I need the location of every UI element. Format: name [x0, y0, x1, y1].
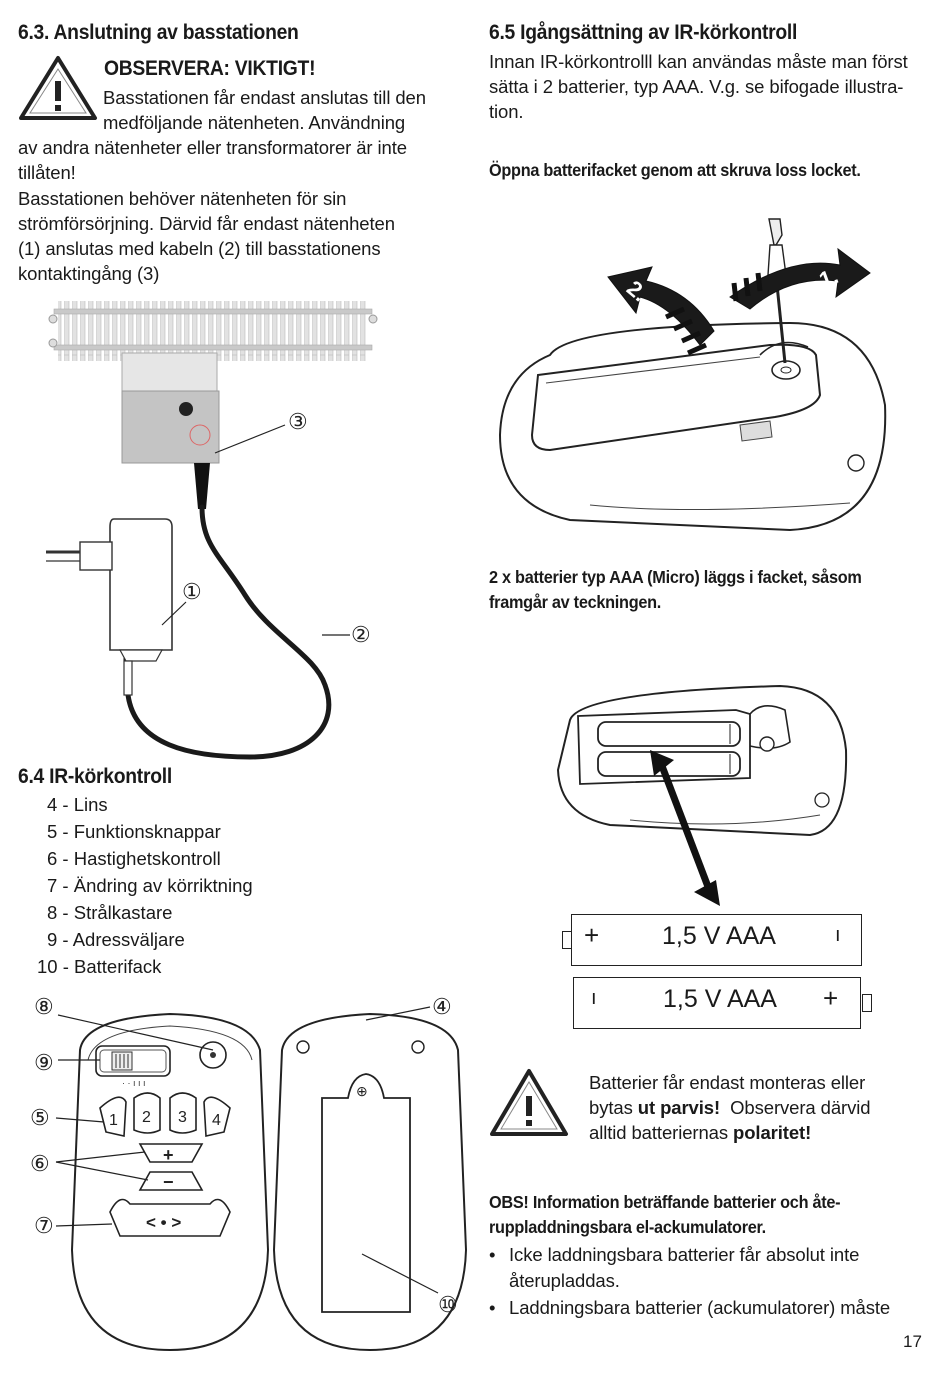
paragraph-line-2: strömförsörjning. Därvid får endast näte…: [18, 213, 395, 234]
battery-1-plus: +: [584, 920, 600, 950]
callout-3: ③: [288, 409, 308, 434]
battery-cover-screw: ⊕: [356, 1083, 368, 1099]
function-button-3: 3: [178, 1109, 187, 1126]
warning-line-4: tillåten!: [18, 162, 76, 183]
list-item: 7 - Ändring av körriktning: [47, 875, 253, 896]
battery-warning-line-3: alltid batteriernas polaritet!: [589, 1122, 812, 1143]
speed-up-button: +: [163, 1145, 174, 1165]
callout-8: ⑧: [34, 994, 54, 1019]
list-item: 8 - Strålkastare: [47, 902, 173, 923]
base-station-box: [121, 352, 220, 464]
function-button-2: 2: [142, 1109, 151, 1126]
remote-front: · · ı ı ı 1 2 3 4 + − < • >: [70, 1012, 270, 1352]
callout-7: ⑦: [34, 1213, 54, 1238]
callout-4: ④: [432, 994, 452, 1019]
callout-2: ②: [351, 622, 371, 647]
intro-line-2: sätta i 2 batterier, typ AAA. V.g. se bi…: [489, 76, 904, 97]
battery-1-minus: ı: [835, 924, 841, 946]
component-list: 4 - Lins 5 - Funktionsknappar 6 - Hastig…: [37, 791, 253, 980]
list-item: 4 - Lins: [47, 794, 108, 815]
callout-5: ⑤: [30, 1105, 50, 1130]
bullet-item: • Laddningsbara batterier (ackumulatorer…: [489, 1297, 891, 1318]
insert-instruction-line-1: 2 x batterier typ AAA (Micro) läggs i fa…: [489, 567, 862, 587]
open-compartment-instruction: Öppna batterifacket genom att skruva los…: [489, 160, 861, 180]
direction-button: < • >: [146, 1213, 181, 1232]
function-button-4: 4: [212, 1112, 221, 1129]
battery-insertion-illustration: [556, 684, 848, 906]
base-station-connection-illustration: ③ ① ②: [46, 301, 378, 760]
warning-line-1: Basstationen får endast anslutas till de…: [103, 87, 426, 108]
warning-triangle-icon: [19, 56, 97, 120]
section-6-4-title: 6.4 IR-körkontroll: [18, 765, 172, 788]
remote-back: ⊕: [272, 1012, 468, 1352]
bullet-item: • Icke laddningsbara batterier får absol…: [489, 1244, 860, 1291]
section-6-3-title: 6.3. Anslutning av basstationen: [18, 21, 299, 44]
intro-line-3: tion.: [489, 101, 524, 122]
remote-control-illustration: · · ı ı ı 1 2 3 4 + − < • > ⊕: [30, 994, 468, 1352]
callout-6: ⑥: [30, 1151, 50, 1176]
battery-warning-triangle-icon: [490, 1069, 568, 1136]
paragraph-line-4: kontaktingång (3): [18, 263, 160, 284]
page-number: 17: [903, 1332, 922, 1351]
battery-diagram-2: ı 1,5 V AAA +: [573, 977, 878, 1031]
list-item: 5 - Funktionsknappar: [47, 821, 221, 842]
open-battery-cover-illustration: 1. 2.: [498, 218, 887, 532]
svg-text:· · ı ı ı: · · ı ı ı: [122, 1078, 146, 1088]
power-supply-unit: [46, 518, 173, 696]
warning-line-3: av andra nätenheter eller transformatore…: [18, 137, 407, 158]
warning-title: OBSERVERA: VIKTIGT!: [104, 57, 316, 80]
battery-2-minus: ı: [591, 987, 597, 1009]
callout-10: ⑩: [438, 1292, 458, 1317]
list-item: 6 - Hastighetskontroll: [47, 848, 221, 869]
bullet-list: • Icke laddningsbara batterier får absol…: [489, 1242, 890, 1321]
battery-diagram-1: + 1,5 V AAA ı: [562, 914, 867, 968]
speed-down-button: −: [163, 1172, 174, 1192]
battery-warning-line-2: bytas ut parvis! Observera därvid: [589, 1097, 871, 1118]
obs-heading-line-1: OBS! Information beträffande batterier o…: [489, 1192, 841, 1212]
callout-1: ①: [182, 579, 202, 604]
battery-2-label: 1,5 V AAA: [663, 985, 777, 1013]
function-button-1: 1: [109, 1112, 118, 1129]
track-section-image: [48, 301, 378, 361]
intro-line-1: Innan IR-körkontrolll kan användas måste…: [489, 51, 908, 72]
insert-instruction-line-2: framgår av teckningen.: [489, 592, 662, 612]
section-6-5-title: 6.5 Igångsättning av IR-körkontroll: [489, 21, 798, 44]
battery-1-label: 1,5 V AAA: [662, 922, 776, 950]
list-item: 10 - Batterifack: [37, 956, 162, 977]
battery-warning-line-1: Batterier får endast monteras eller: [589, 1072, 866, 1093]
warning-line-2: medföljande nätenheten. Användning: [103, 112, 406, 133]
paragraph-line-1: Basstationen behöver nätenheten för sin: [18, 188, 347, 209]
callout-9: ⑨: [34, 1050, 54, 1075]
battery-2-plus: +: [823, 983, 839, 1013]
list-item: 9 - Adressväljare: [47, 929, 185, 950]
obs-heading-line-2: ruppladdningsbara el-ackumulatorer.: [489, 1217, 766, 1237]
paragraph-line-3: (1) anslutas med kabeln (2) till basstat…: [18, 238, 381, 259]
